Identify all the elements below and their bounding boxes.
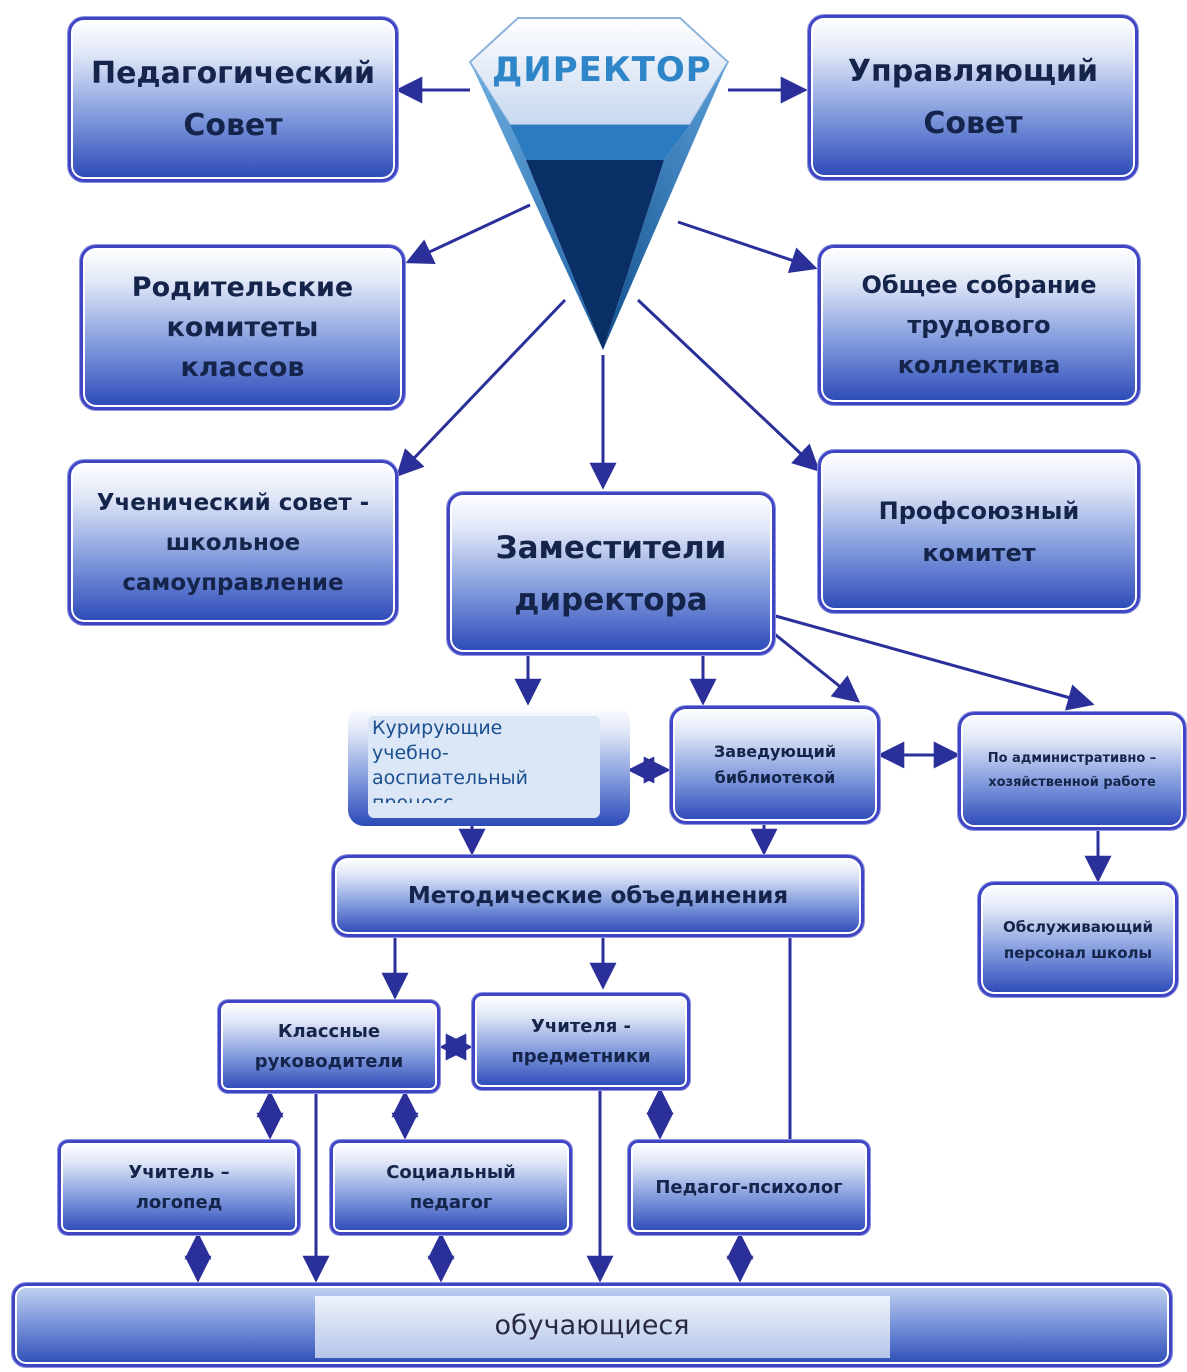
- curators-line-4: процесс: [372, 792, 454, 803]
- link-dep-library2: [771, 630, 861, 703]
- link-dep-admin: [771, 613, 1095, 711]
- library-head: Заведующий библиотекой: [670, 706, 880, 824]
- admin-line-1: По административно –: [987, 751, 1157, 766]
- general-meeting: Общее собрание трудового коллектива: [818, 245, 1140, 405]
- union-line-2: комитет: [922, 538, 1036, 567]
- student-line-3: самоуправление: [122, 569, 344, 596]
- subject-line-1: Учителя -: [531, 1015, 631, 1037]
- social-pedagogue: Социальный педагог: [330, 1140, 572, 1235]
- admin-line-2: хозяйственной работе: [988, 775, 1156, 790]
- meeting-line-1: Общее собрание: [861, 271, 1097, 299]
- parents-line-2: комитеты: [166, 311, 319, 343]
- students-bar: обучающиеся: [12, 1283, 1172, 1367]
- methodical-label: Методические объединения: [407, 883, 789, 909]
- speech-therapist: Учитель – логопед: [58, 1140, 300, 1235]
- methodical-associations: Методические объединения: [332, 855, 864, 937]
- deputy-directors: Заместители директора: [447, 492, 775, 655]
- director-gem: [468, 17, 730, 350]
- service-line-2: персонал школы: [1003, 943, 1153, 962]
- gov-line-1: Управляющий: [847, 53, 1099, 89]
- admin-work: По административно – хозяйственной работе: [958, 712, 1186, 830]
- social-line-2: педагог: [409, 1191, 493, 1213]
- library-line-2: библиотекой: [714, 768, 836, 787]
- student-line-2: школьное: [165, 529, 301, 556]
- curators-label: Курирующие учебно- аоспиательный процесс: [368, 716, 600, 818]
- class-teachers: Классные руководители: [218, 1000, 440, 1093]
- link-director-parents: [405, 203, 531, 264]
- trade-union-committee: Профсоюзный комитет: [818, 450, 1140, 613]
- link-director-student: [396, 298, 567, 477]
- curators-line-3: аоспиательный: [372, 767, 528, 789]
- speech-line-2: логопед: [135, 1191, 223, 1213]
- psychologist: Педагог-психолог: [628, 1140, 870, 1235]
- ped-line-2: Совет: [183, 107, 283, 143]
- subject-teachers: Учителя - предметники: [472, 993, 690, 1090]
- curators-line-1: Курирующие: [372, 717, 503, 739]
- curators-line-2: учебно-: [372, 742, 449, 764]
- parents-line-3: классов: [180, 351, 305, 383]
- meeting-line-3: коллектива: [897, 351, 1061, 379]
- service-line-1: Обслуживающий: [1002, 917, 1154, 936]
- parents-line-1: Родительские: [131, 271, 354, 303]
- link-director-meeting: [677, 220, 818, 274]
- student-line-1: Ученический совет -: [96, 489, 370, 516]
- students-label-panel: [315, 1296, 890, 1358]
- ped-line-1: Педагогический: [90, 55, 376, 91]
- gov-line-2: Совет: [923, 105, 1023, 141]
- deputies-line-2: директора: [514, 581, 708, 618]
- meeting-line-2: трудового: [907, 311, 1051, 339]
- student-council: Ученический совет - школьное самоуправлени…: [68, 460, 398, 625]
- class-line-2: руководители: [254, 1050, 404, 1072]
- class-line-1: Классные: [277, 1020, 381, 1042]
- subject-line-2: предметники: [511, 1045, 651, 1067]
- library-line-1: Заведующий: [713, 742, 837, 761]
- link-director-union: [636, 298, 820, 472]
- students-label: обучающиеся: [494, 1309, 690, 1341]
- parent-committees: Родительские комитеты классов: [80, 245, 405, 410]
- deputies-line-1: Заместители: [495, 529, 727, 566]
- union-line-1: Профсоюзный: [878, 496, 1080, 525]
- director-label: ДИРЕКТОР: [492, 50, 712, 90]
- speech-line-1: Учитель –: [128, 1161, 230, 1183]
- social-line-1: Социальный: [386, 1161, 516, 1183]
- service-staff: Обслуживающий персонал школы: [978, 882, 1178, 997]
- psychologist-label: Педагог-психолог: [655, 1177, 843, 1198]
